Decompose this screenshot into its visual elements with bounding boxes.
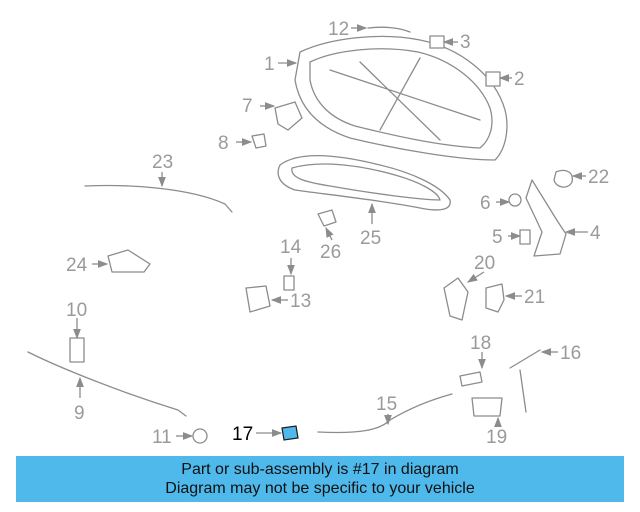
part-19-pad bbox=[471, 397, 503, 417]
part-23-rod bbox=[84, 184, 233, 213]
callout-6: 6 bbox=[480, 193, 491, 214]
part-9-rod bbox=[27, 351, 187, 417]
part-14-bolt bbox=[283, 275, 295, 291]
part-4-hinge bbox=[525, 179, 567, 257]
callout-13: 13 bbox=[290, 291, 311, 312]
part-18-guide bbox=[459, 371, 483, 387]
callout-15: 15 bbox=[376, 394, 397, 415]
callout-22: 22 bbox=[588, 167, 609, 188]
part-22-cap bbox=[553, 169, 573, 188]
callout-10: 10 bbox=[66, 300, 87, 321]
part-6-nut bbox=[508, 193, 522, 207]
part-21-bracket bbox=[485, 283, 505, 313]
callout-20: 20 bbox=[474, 253, 495, 274]
part-2-bumper bbox=[485, 71, 501, 87]
part-10-handle bbox=[69, 337, 85, 363]
callout-2: 2 bbox=[514, 69, 525, 90]
part-11-grommet bbox=[192, 428, 208, 444]
callout-19: 19 bbox=[486, 427, 507, 448]
part-5-bolt bbox=[519, 229, 531, 245]
part-17-push-pin bbox=[281, 425, 299, 441]
part-7-bracket bbox=[274, 101, 303, 131]
part-25-inner-panel bbox=[277, 154, 451, 211]
callout-7: 7 bbox=[242, 96, 253, 117]
part-16-bracket bbox=[509, 349, 541, 413]
callout-3: 3 bbox=[460, 32, 471, 53]
part-12-seal bbox=[367, 26, 411, 33]
callout-8: 8 bbox=[218, 133, 229, 154]
part-26-clip bbox=[317, 209, 337, 227]
callout-21: 21 bbox=[524, 287, 545, 308]
part-8-clip bbox=[251, 133, 267, 149]
part-3-bumper bbox=[429, 35, 445, 49]
callout-24: 24 bbox=[66, 255, 88, 276]
banner-line-disclaimer: Diagram may not be specific to your vehi… bbox=[165, 480, 475, 497]
part-24-bracket bbox=[107, 249, 151, 273]
callout-14: 14 bbox=[280, 237, 302, 258]
part-1-hood-panel bbox=[294, 35, 508, 161]
callout-26: 26 bbox=[320, 242, 341, 263]
callout-1: 1 bbox=[264, 54, 275, 75]
callout-11: 11 bbox=[152, 427, 172, 448]
callout-23: 23 bbox=[152, 152, 173, 173]
part-13-latch bbox=[245, 285, 271, 313]
callout-16: 16 bbox=[560, 343, 581, 364]
banner-line-part: Part or sub-assembly is #17 in diagram bbox=[181, 461, 459, 478]
callout-4: 4 bbox=[590, 223, 601, 244]
leader-lines bbox=[73, 24, 588, 440]
callout-17: 17 bbox=[232, 424, 253, 445]
callout-9: 9 bbox=[74, 403, 85, 424]
callout-25: 25 bbox=[360, 228, 381, 249]
part-20-striker bbox=[443, 277, 469, 321]
callout-12: 12 bbox=[328, 19, 349, 40]
info-banner: Part or sub-assembly is #17 in diagram D… bbox=[16, 456, 624, 502]
callout-18: 18 bbox=[470, 333, 491, 354]
callout-5: 5 bbox=[492, 227, 503, 248]
parts-diagram: 1 2 3 4 5 6 7 8 9 10 11 12 13 14 15 16 1… bbox=[27, 19, 609, 448]
